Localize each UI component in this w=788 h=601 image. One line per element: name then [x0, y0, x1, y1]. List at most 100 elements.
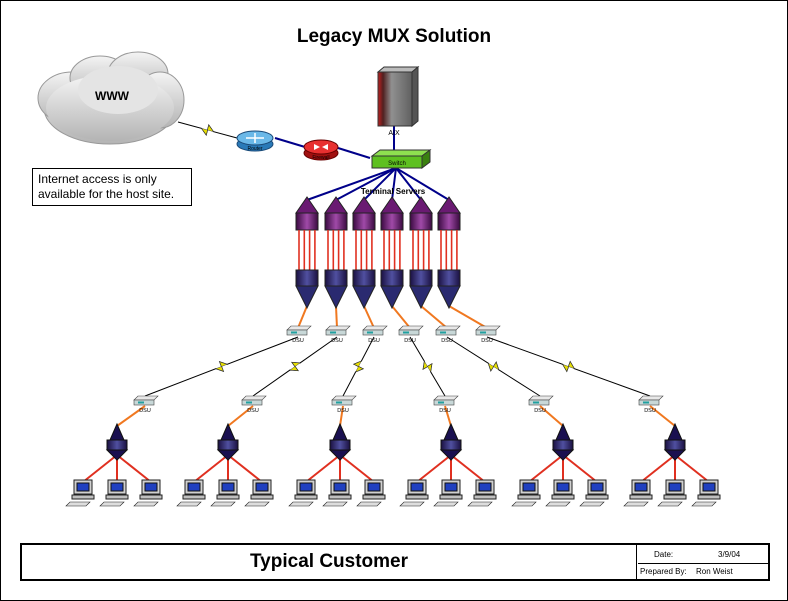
terminal-server-mux-icon: [437, 196, 461, 310]
pc-icon: [65, 479, 95, 507]
dsu-to-site-mux-link: [649, 405, 676, 427]
host-dsu-icon: [362, 325, 388, 336]
dsu-label: DSU: [404, 338, 416, 344]
wan-link-site: [144, 336, 299, 397]
pc-icon: [623, 479, 653, 507]
site-to-pc-link: [305, 454, 341, 483]
terminal-server-mux-icon: [409, 196, 433, 310]
site-mux-icon: [105, 422, 129, 461]
site-to-pc-link: [227, 454, 263, 483]
pc-icon: [244, 479, 274, 507]
dsu-label: DSU: [337, 408, 349, 414]
pc-icon: [579, 479, 609, 507]
pc-icon: [322, 479, 352, 507]
date-value: 3/9/04: [718, 550, 741, 559]
firewall-label: Firewall: [312, 155, 329, 161]
pc-icon: [467, 479, 497, 507]
site-to-pc-link: [193, 454, 229, 483]
pc-icon: [691, 479, 721, 507]
cloud-label: WWW: [95, 89, 130, 103]
wan-link-site: [486, 336, 651, 397]
pc-icon: [99, 479, 129, 507]
switch-to-mux-link: [391, 167, 397, 201]
pc-icon: [399, 479, 429, 507]
terminal-servers-label: Terminal Servers: [361, 187, 426, 196]
link-router-firewall: [274, 137, 306, 148]
dsu-label: DSU: [368, 338, 380, 344]
mux-to-dsu-link: [297, 305, 308, 329]
wan-link-site: [252, 336, 338, 397]
site-dsu-icon: [638, 395, 664, 406]
host-dsu-icon: [435, 325, 461, 336]
dsu-to-site-mux-link: [444, 405, 452, 427]
pc-icon: [210, 479, 240, 507]
site-mux-icon: [663, 422, 687, 461]
dsu-label: DSU: [139, 408, 151, 414]
date-label: Date:: [654, 550, 674, 559]
terminal-server-mux-icon: [352, 196, 376, 310]
pc-icon: [657, 479, 687, 507]
site-to-pc-link: [416, 454, 452, 483]
wan-link-site: [342, 336, 375, 397]
host-dsu-icon: [325, 325, 351, 336]
dsu-to-site-mux-link: [227, 405, 254, 427]
title-block: Typical Customer Date: 3/9/04 Prepared B…: [20, 543, 770, 581]
site-to-pc-link: [450, 454, 486, 483]
dsu-label: DSU: [481, 338, 493, 344]
switch-to-mux-link: [306, 167, 397, 201]
site-to-pc-link: [528, 454, 564, 483]
firewall-icon: [303, 139, 339, 161]
link-firewall-switch: [337, 147, 371, 159]
switch-to-mux-link: [395, 167, 450, 201]
pc-icon: [176, 479, 206, 507]
router-label: Router: [247, 146, 262, 152]
dsu-label: DSU: [644, 408, 656, 414]
date-row: Date: 3/9/04: [638, 547, 768, 564]
internet-cloud-icon: WWW: [37, 51, 185, 145]
dsu-label: DSU: [534, 408, 546, 414]
dsu-to-site-mux-link: [116, 405, 146, 427]
site-dsu-icon: [528, 395, 554, 406]
dsu-label: DSU: [247, 408, 259, 414]
mux-to-dsu-link: [335, 305, 338, 329]
switch-to-mux-link: [335, 167, 397, 201]
mux-to-dsu-link: [363, 305, 375, 329]
wan-link-internet: [177, 121, 238, 139]
site-to-pc-link: [640, 454, 676, 483]
dsu-label: DSU: [441, 338, 453, 344]
title-block-name: Typical Customer: [22, 545, 637, 579]
mux-to-dsu-link: [391, 305, 411, 329]
server-label: AIX: [388, 130, 400, 137]
pc-icon: [133, 479, 163, 507]
diagram-title: Legacy MUX Solution: [296, 26, 492, 47]
dsu-label: DSU: [292, 338, 304, 344]
site-mux-icon: [551, 422, 575, 461]
pc-icon: [433, 479, 463, 507]
dsu-label: DSU: [439, 408, 451, 414]
pc-icon: [288, 479, 318, 507]
mux-to-dsu-link: [420, 305, 448, 329]
switch-icon: [370, 149, 432, 169]
pc-icon: [511, 479, 541, 507]
site-dsu-icon: [133, 395, 159, 406]
terminal-server-mux-icon: [380, 196, 404, 310]
site-dsu-icon: [331, 395, 357, 406]
terminal-server-mux-icon: [324, 196, 348, 310]
dsu-label: DSU: [331, 338, 343, 344]
host-dsu-icon: [398, 325, 424, 336]
internet-note: Internet access is only available for th…: [32, 168, 192, 206]
host-dsu-icon: [286, 325, 312, 336]
pc-icon: [545, 479, 575, 507]
prepared-value: Ron Weist: [696, 567, 733, 576]
site-to-pc-link: [562, 454, 598, 483]
switch-label: Switch: [388, 161, 406, 167]
wan-link-site: [409, 336, 446, 397]
prepared-row: Prepared By: Ron Weist: [638, 564, 768, 580]
site-dsu-icon: [433, 395, 459, 406]
dsu-to-site-mux-link: [339, 405, 344, 427]
site-dsu-icon: [241, 395, 267, 406]
site-to-pc-link: [82, 454, 118, 483]
terminal-server-mux-icon: [295, 196, 319, 310]
site-mux-icon: [439, 422, 463, 461]
